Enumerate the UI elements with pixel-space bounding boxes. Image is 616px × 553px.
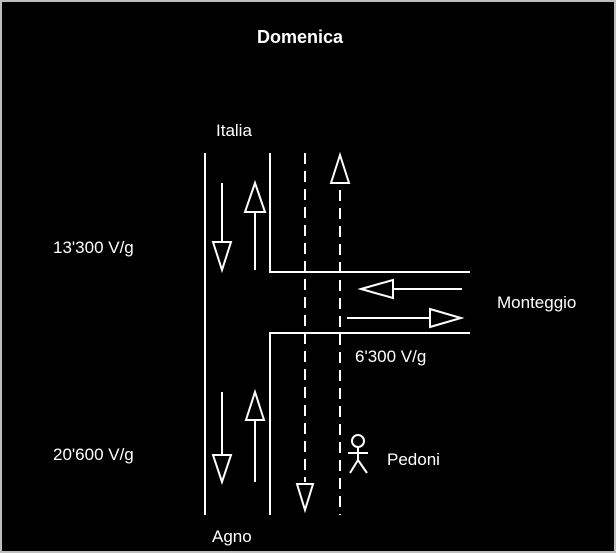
location-label-south: Agno: [212, 527, 252, 546]
arrow-right-east-icon: [347, 307, 465, 329]
road-edge-east-south: [269, 332, 470, 515]
arrow-up-right-dashed-icon: [329, 151, 351, 184]
location-label-east: Monteggio: [497, 293, 577, 312]
volume-label-north: 13'300 V/g: [53, 238, 134, 257]
arrow-up-south-icon: [244, 388, 266, 482]
arrow-down-north-icon: [211, 183, 233, 274]
arrow-down-left-dashed-icon: [295, 483, 315, 514]
road-edge-east-north: [269, 153, 470, 273]
pedestrian-icon: [348, 434, 368, 474]
volume-label-south: 20'600 V/g: [53, 445, 134, 464]
arrow-left-east-icon: [357, 278, 462, 300]
volume-label-east: 6'300 V/g: [355, 347, 427, 366]
pedestrian-label: Pedoni: [387, 450, 440, 469]
location-label-north: Italia: [216, 121, 252, 140]
arrow-up-north-icon: [243, 179, 267, 270]
arrow-down-south-icon: [211, 392, 233, 486]
diagram-title: Domenica: [256, 27, 344, 47]
